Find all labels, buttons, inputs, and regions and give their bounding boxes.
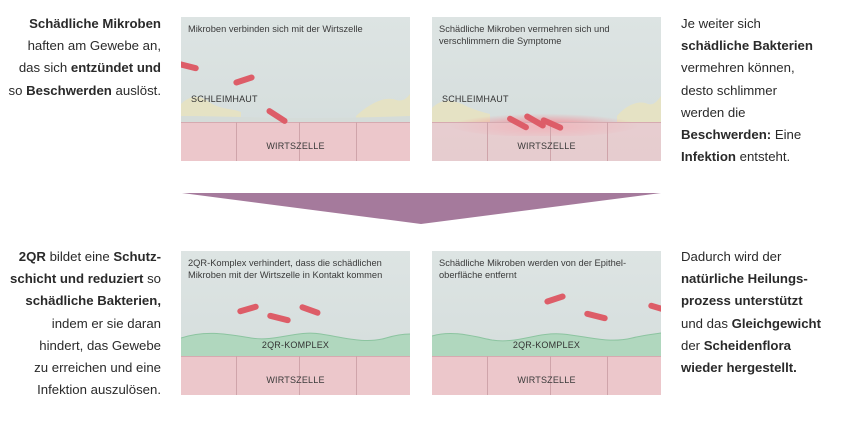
text-span: Beschwerden (26, 82, 112, 98)
text-span: 2QR (18, 249, 46, 264)
text-span: Dadurch wird der (681, 249, 782, 264)
text-line: Infektion auszulösen. (1, 379, 161, 401)
text-span: der (681, 337, 704, 353)
text-span: auslöst. (111, 82, 161, 98)
bacterium (543, 292, 567, 306)
text-span: schädliche Bakterien, (25, 293, 161, 309)
text-line: Dadurch wird der (681, 246, 841, 268)
text-span: vermehren können, (681, 60, 795, 76)
text-span: entsteht. (735, 149, 791, 165)
text-span: und das (681, 315, 732, 331)
text-span: schicht und reduziert (10, 271, 144, 287)
bacterium (647, 302, 661, 314)
text-span: haften am Gewebe an, (27, 38, 161, 54)
text-span: entzündet und (70, 60, 161, 76)
gel-layer (181, 332, 410, 356)
text-line: der Scheidenflora (681, 335, 841, 357)
bacterium (266, 312, 292, 324)
layer-label: 2QR-KOMPLEX (261, 340, 330, 350)
panel-microbes-removed: 2QR-KOMPLEX WIRTSZELLE Schädliche Mikrob… (432, 251, 661, 395)
text-span: zu erreichen und eine (34, 360, 161, 376)
text-span: Eine (771, 127, 802, 143)
panel-2qr-prevents-contact: 2QR-KOMPLEX WIRTSZELLE 2QR-Komplex verhi… (181, 251, 410, 395)
text-line: prozess unterstützt (681, 290, 841, 312)
host-cells: WIRTSZELLE (181, 356, 410, 395)
text-line: Je weiter sich (681, 13, 841, 35)
text-top-right: Je weiter sich schädliche Bakterien vermeh… (681, 13, 841, 168)
text-bottom-right: Dadurch wird der natürliche Heilungs-proz… (681, 246, 841, 379)
text-span: Infektion (681, 149, 736, 165)
text-line: das sich entzündet und (1, 57, 161, 79)
text-span: hindert, das Gewebe (39, 337, 161, 353)
panel-caption: Schädliche Mikroben werden von der Epith… (439, 258, 627, 280)
text-line: 2QR bildet eine Schutz- (1, 246, 161, 268)
text-line: wieder hergestellt. (681, 357, 841, 379)
layer-label: 2QR-KOMPLEX (512, 340, 581, 350)
text-span: wieder hergestellt. (681, 360, 797, 376)
text-line: zu erreichen und eine (1, 357, 161, 379)
bacterium (236, 303, 260, 315)
gel-layer (432, 332, 661, 356)
text-line: Infektion entsteht. (681, 146, 841, 168)
bacterium (298, 303, 322, 317)
text-span: Scheidenflora (703, 337, 791, 353)
cell-label: WIRTSZELLE (266, 375, 325, 385)
panel-microbes-attach: SCHLEIMHAUT WIRTSZELLE Mikroben verbinde… (181, 17, 410, 161)
text-line: Schädliche Mikroben (1, 13, 161, 35)
host-cells: WIRTSZELLE (432, 122, 661, 161)
text-span: Schädliche Mikroben (29, 16, 161, 31)
layer-label: SCHLEIMHAUT (442, 94, 509, 104)
text-span: schädliche Bakterien (681, 38, 813, 54)
text-line: schädliche Bakterien, (1, 290, 161, 312)
text-line: schicht und reduziert so (1, 268, 161, 290)
text-span: Infektion auszulösen. (37, 382, 161, 398)
host-cells: WIRTSZELLE (432, 356, 661, 395)
text-span: indem er sie daran (51, 315, 161, 331)
text-span: so (8, 82, 27, 98)
text-line: und das Gleichgewicht (681, 313, 841, 335)
text-span: Je weiter sich (681, 16, 761, 31)
text-line: werden die (681, 102, 841, 124)
cell-label: WIRTSZELLE (517, 375, 576, 385)
panel-caption: Schädliche Mikroben vermehren sich und v… (439, 24, 610, 46)
text-span: Schutz- (113, 249, 161, 264)
text-span: Gleichgewicht (731, 315, 821, 331)
text-line: desto schlimmer (681, 80, 841, 102)
bacterium (181, 60, 200, 72)
panel-microbes-multiply: SCHLEIMHAUT WIRTSZELLE Schädliche Mikrob… (432, 17, 661, 161)
text-line: natürliche Heilungs- (681, 268, 841, 290)
cell-label: WIRTSZELLE (517, 141, 576, 151)
layer-label: SCHLEIMHAUT (191, 94, 258, 104)
text-line: Beschwerden: Eine (681, 124, 841, 146)
text-line: indem er sie daran (1, 313, 161, 335)
text-span: so (143, 271, 161, 287)
text-line: haften am Gewebe an, (1, 35, 161, 57)
text-span: bildet eine (45, 249, 114, 264)
text-span: Beschwerden: (681, 127, 772, 143)
mucus-layer (181, 94, 410, 122)
text-line: hindert, das Gewebe (1, 335, 161, 357)
transition-arrow (182, 193, 661, 224)
bacterium (583, 310, 609, 322)
text-span: natürliche Heilungs- (681, 271, 808, 287)
host-cells: WIRTSZELLE (181, 122, 410, 161)
text-line: schädliche Bakterien (681, 35, 841, 57)
text-span: das sich (18, 60, 71, 76)
text-line: vermehren können, (681, 57, 841, 79)
text-span: werden die (681, 104, 746, 120)
panel-caption: Mikroben verbinden sich mit der Wirtszel… (188, 24, 363, 34)
text-top-left: Schädliche Mikroben haften am Gewebe an, d… (1, 13, 161, 102)
text-span: desto schlimmer (681, 82, 778, 98)
panel-caption: 2QR-Komplex verhindert, dass die schädli… (188, 258, 383, 280)
text-bottom-left: 2QR bildet eine Schutz-schicht und reduz… (1, 246, 161, 401)
text-line: so Beschwerden auslöst. (1, 80, 161, 102)
text-span: prozess unterstützt (681, 293, 803, 309)
cell-label: WIRTSZELLE (266, 141, 325, 151)
